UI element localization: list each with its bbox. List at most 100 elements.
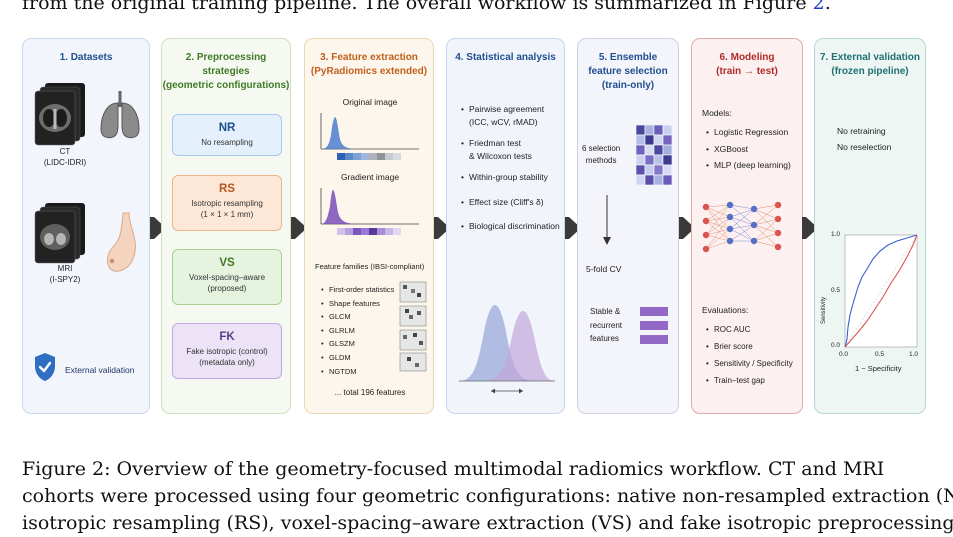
list-item: Shape features xyxy=(321,297,394,311)
feature-families-list: First-order statistics Shape features GL… xyxy=(319,283,394,378)
roc-ytick: 1.0 xyxy=(831,231,841,238)
panel-ensemble-selection: 5. Ensemble feature selection (train-onl… xyxy=(577,38,679,414)
list-item: Brier score xyxy=(706,338,793,355)
config-box-rs: RS Isotropic resampling(1 × 1 × 1 mm) xyxy=(172,175,282,231)
config-box-fk: FK Fake isotropic (control)(metadata onl… xyxy=(172,323,282,379)
arrow-right-icon xyxy=(434,217,450,239)
lungs-icon xyxy=(100,91,140,139)
panel-title-datasets: 1. Datasets xyxy=(59,52,113,63)
list-item: GLRLM xyxy=(321,324,394,338)
top-text-line: from the original training pipeline. The… xyxy=(22,0,942,14)
top-text: from the original training pipeline. The… xyxy=(22,0,813,14)
external-notes: No retraining No reselection xyxy=(837,123,891,155)
roc-ytick: 0.5 xyxy=(831,287,841,294)
no-reselection-label: No reselection xyxy=(837,142,892,152)
original-histogram-icon xyxy=(320,113,419,160)
panel-title-modeling: 6. Modeling (train → test) xyxy=(692,51,802,79)
preprocessing-title-line2: (geometric configurations) xyxy=(162,80,290,91)
selection-heatmap-icon xyxy=(636,125,672,185)
roc-xtick: 0.0 xyxy=(839,351,849,358)
config-code: VS xyxy=(219,257,235,269)
panel-title-ensemble: 5. Ensemble feature selection (train-onl… xyxy=(578,51,678,93)
arrow-right-icon xyxy=(679,217,695,239)
config-desc: Voxel-spacing–aware(proposed) xyxy=(188,273,266,293)
config-desc: Isotropic resampling(1 × 1 × 1 mm) xyxy=(191,199,263,219)
external-validation-label: External validation xyxy=(65,365,135,375)
roc-curve-plot xyxy=(844,234,918,348)
list-item: ROC AUC xyxy=(706,321,793,338)
caption-line-2: cohorts were processed using four geomet… xyxy=(22,485,953,507)
feature-families-label: Feature families (IBSI-compliant) xyxy=(315,262,425,271)
list-item: Effect size (Cliff's δ) xyxy=(461,196,560,209)
feature-title-line2: (PyRadiomics extended) xyxy=(310,66,428,77)
list-item: Pairwise agreement(ICC, wCV, rMAD) xyxy=(461,103,560,128)
arrow-right-icon xyxy=(802,217,818,239)
panel-preprocessing: 2. Preprocessing strategies (geometric c… xyxy=(161,38,291,414)
gradient-image-label: Gradient image xyxy=(340,172,400,182)
config-code: RS xyxy=(219,183,235,195)
list-item: Logistic Regression xyxy=(706,124,791,141)
feature-title-line1: 3. Feature extraction xyxy=(320,52,418,63)
roc-xlabel: 1 − Specificity xyxy=(855,364,902,373)
panel-external-validation: 7. External validation (frozen pipeline)… xyxy=(814,38,926,414)
top-text-end: . xyxy=(824,0,831,14)
panel-title-preprocessing: 2. Preprocessing strategies (geometric c… xyxy=(162,51,290,93)
selected-features-bars-icon xyxy=(640,307,668,344)
panel-title-statistical: 4. Statistical analysis xyxy=(455,52,556,63)
panel-modeling: 6. Modeling (train → test) Models: Logis… xyxy=(691,38,803,414)
list-item: GLSZM xyxy=(321,337,394,351)
models-list: Logistic Regression XGBoost MLP (deep le… xyxy=(704,124,791,174)
list-item: Train–test gap xyxy=(706,372,793,389)
ct-scan-stack-icon xyxy=(34,83,85,146)
arrow-down-icon xyxy=(603,195,611,245)
modeling-title-line1: 6. Modeling xyxy=(719,52,775,63)
texture-matrix-icon xyxy=(399,281,427,372)
caption-line-1: Figure 2: Overview of the geometry-focus… xyxy=(22,458,885,480)
mri-label: MRI xyxy=(57,264,73,273)
config-code: NR xyxy=(218,122,236,134)
external-title-line2: (frozen pipeline) xyxy=(831,66,909,77)
list-item: GLDM xyxy=(321,351,394,365)
list-item: NGTDM xyxy=(321,365,394,379)
list-item: GLCM xyxy=(321,310,394,324)
total-features-label: ... total 196 features xyxy=(334,388,406,397)
mri-source: (I-SPY2) xyxy=(49,275,81,284)
figure-caption: Figure 2: Overview of the geometry-focus… xyxy=(22,456,953,537)
ct-source: (LIDC-IDRI) xyxy=(43,158,87,167)
original-image-label: Original image xyxy=(342,97,398,107)
caption-line-3: isotropic resampling (RS), voxel-spacing… xyxy=(22,512,953,534)
modeling-title-line2: (train → test) xyxy=(716,66,778,77)
config-desc: Fake isotropic (control)(metadata only) xyxy=(186,347,268,367)
distribution-curves-icon xyxy=(459,305,555,394)
roc-xtick: 1.0 xyxy=(909,351,919,358)
models-label: Models: xyxy=(702,108,732,118)
shield-check-icon xyxy=(35,353,55,381)
list-item: Friedman test& Wilcoxon tests xyxy=(461,137,560,162)
gradient-histogram-icon xyxy=(320,188,419,235)
panel-feature-extraction: 3. Feature extraction (PyRadiomics exten… xyxy=(304,38,434,414)
statistical-methods-list: Pairwise agreement(ICC, wCV, rMAD) Fried… xyxy=(459,103,560,233)
panel-title-external: 7. External validation (frozen pipeline) xyxy=(815,51,925,79)
preprocessing-title-line1: 2. Preprocessing strategies xyxy=(185,52,267,77)
breast-icon xyxy=(106,212,136,272)
ensemble-title-line1: 5. Ensemble xyxy=(598,52,658,63)
config-desc: No resampling xyxy=(201,138,253,147)
arrow-right-icon xyxy=(150,217,166,239)
panel-datasets: 1. Datasets CT (LIDC-IDRI) MRI (I-SPY2) … xyxy=(22,38,150,414)
neural-network-icon xyxy=(702,201,782,253)
arrow-right-icon xyxy=(565,217,581,239)
config-box-nr: NR No resampling xyxy=(172,114,282,156)
ensemble-title-line2: feature selection xyxy=(588,66,668,77)
panel-title-feature-extraction: 3. Feature extraction (PyRadiomics exten… xyxy=(305,51,433,79)
arrow-right-icon xyxy=(291,217,307,239)
config-code: FK xyxy=(219,331,235,343)
ensemble-title-line3: (train-only) xyxy=(601,80,655,91)
panel-statistical-analysis: 4. Statistical analysis Pairwise agreeme… xyxy=(446,38,565,414)
external-title-line1: 7. External validation xyxy=(819,52,921,63)
list-item: MLP (deep learning) xyxy=(706,157,791,174)
evaluations-list: ROC AUC Brier score Sensitivity / Specif… xyxy=(704,321,793,389)
figure-reference-link[interactable]: 2 xyxy=(812,0,825,14)
roc-ylabel: Sensitivity xyxy=(821,296,827,324)
